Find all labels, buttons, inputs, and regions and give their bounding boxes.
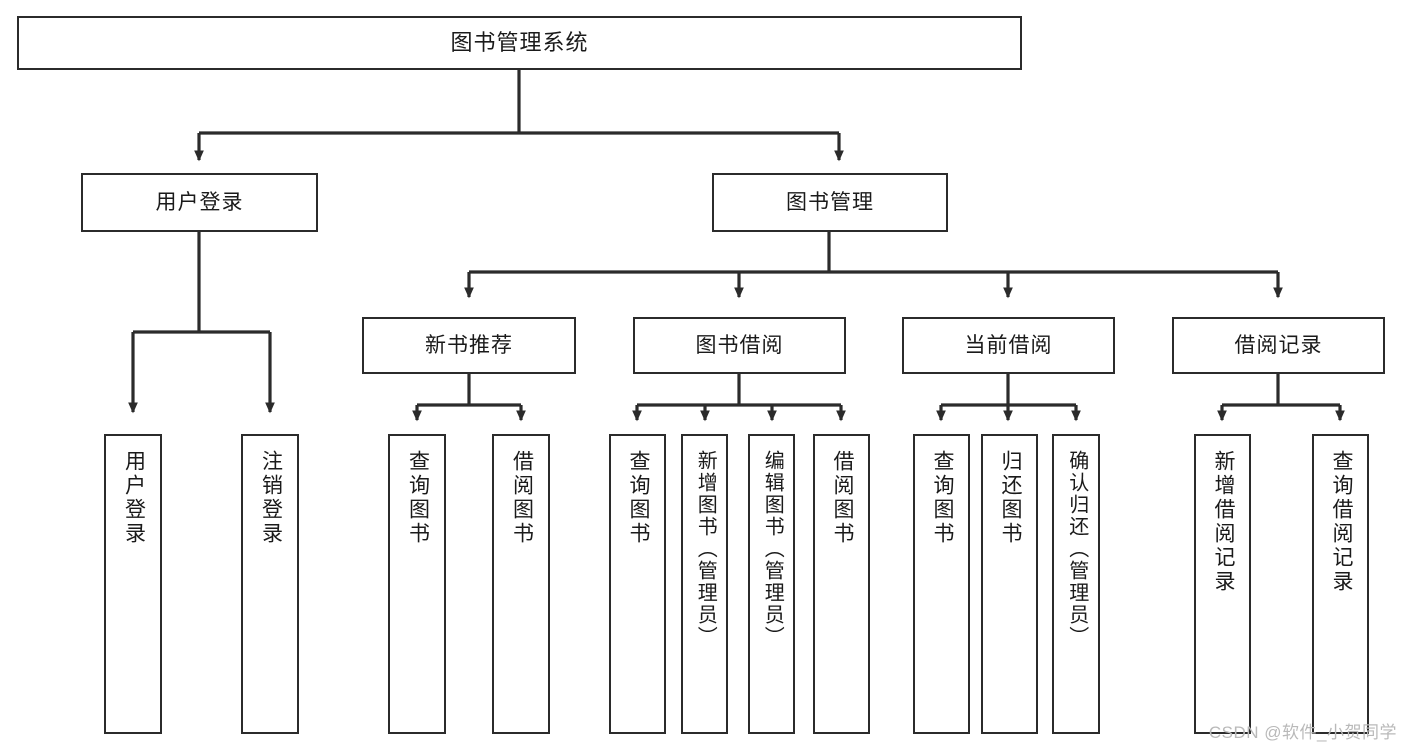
node-leaf-logout-label: 注销登录 xyxy=(259,450,283,546)
node-leaf-borrow-book-2[interactable]: 借阅图书 xyxy=(813,434,870,734)
node-leaf-borrow-book-1[interactable]: 借阅图书 xyxy=(492,434,550,734)
node-leaf-query-book-2[interactable]: 查询图书 xyxy=(609,434,666,734)
node-user-login[interactable]: 用户登录 xyxy=(81,173,318,232)
node-current-borrow-label: 当前借阅 xyxy=(964,334,1053,357)
node-root-label: 图书管理系统 xyxy=(450,30,589,55)
node-leaf-return-book-label: 归还图书 xyxy=(998,450,1022,546)
node-leaf-add-book-label: 新增图书（管理员） xyxy=(694,450,717,648)
node-leaf-add-record-label: 新增借阅记录 xyxy=(1211,450,1235,594)
node-borrow-record-label: 借阅记录 xyxy=(1234,334,1323,357)
node-book-manage-label: 图书管理 xyxy=(786,191,874,214)
node-leaf-query-record[interactable]: 查询借阅记录 xyxy=(1312,434,1369,734)
node-leaf-add-book[interactable]: 新增图书（管理员） xyxy=(681,434,728,734)
node-borrow-record[interactable]: 借阅记录 xyxy=(1172,317,1385,374)
node-leaf-query-book-1[interactable]: 查询图书 xyxy=(388,434,446,734)
node-book-manage[interactable]: 图书管理 xyxy=(712,173,948,232)
node-leaf-user-login-label: 用户登录 xyxy=(122,450,146,546)
node-leaf-user-login[interactable]: 用户登录 xyxy=(104,434,162,734)
node-leaf-query-book-3-label: 查询图书 xyxy=(930,450,954,546)
node-user-login-label: 用户登录 xyxy=(155,191,244,214)
node-leaf-logout[interactable]: 注销登录 xyxy=(241,434,299,734)
node-leaf-add-record[interactable]: 新增借阅记录 xyxy=(1194,434,1251,734)
node-leaf-query-book-1-label: 查询图书 xyxy=(406,450,430,546)
node-leaf-edit-book-label: 编辑图书（管理员） xyxy=(761,450,784,648)
node-leaf-query-book-3[interactable]: 查询图书 xyxy=(913,434,970,734)
node-leaf-return-book[interactable]: 归还图书 xyxy=(981,434,1038,734)
node-leaf-confirm-return-label: 确认归还（管理员） xyxy=(1065,450,1088,648)
node-leaf-borrow-book-2-label: 借阅图书 xyxy=(830,450,854,546)
node-root[interactable]: 图书管理系统 xyxy=(17,16,1022,70)
node-leaf-borrow-book-1-label: 借阅图书 xyxy=(510,450,534,546)
csdn-watermark: CSDN @软件_小贺同学 xyxy=(1208,723,1397,742)
node-leaf-query-record-label: 查询借阅记录 xyxy=(1329,450,1353,594)
node-book-borrow-label: 图书借阅 xyxy=(695,334,784,357)
node-book-borrow[interactable]: 图书借阅 xyxy=(633,317,846,374)
node-leaf-edit-book[interactable]: 编辑图书（管理员） xyxy=(748,434,795,734)
node-leaf-query-book-2-label: 查询图书 xyxy=(626,450,650,546)
node-current-borrow[interactable]: 当前借阅 xyxy=(902,317,1115,374)
node-leaf-confirm-return[interactable]: 确认归还（管理员） xyxy=(1052,434,1100,734)
node-new-book-recommend[interactable]: 新书推荐 xyxy=(362,317,576,374)
node-new-book-recommend-label: 新书推荐 xyxy=(425,334,513,357)
